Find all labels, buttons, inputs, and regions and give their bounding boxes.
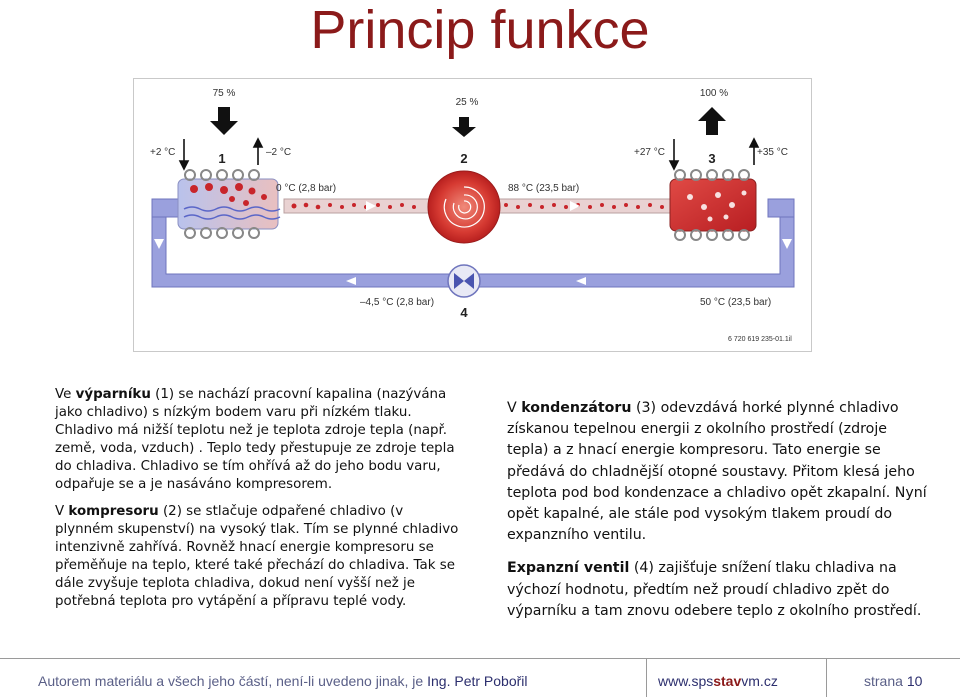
- load-label-3: 100 %: [700, 88, 728, 99]
- temp-cond-out: +35 °C: [757, 147, 788, 158]
- footer-separator: [646, 658, 647, 697]
- load-arrows: [210, 107, 726, 137]
- term-expansion-valve: Expanzní ventil: [507, 560, 630, 577]
- right-text-column: V kondenzátoru (3) odevzdává horké plynn…: [507, 398, 927, 634]
- compressor: [427, 170, 501, 244]
- condenser-paragraph: V kondenzátoru (3) odevzdává horké plynn…: [507, 400, 927, 544]
- condenser: [669, 169, 757, 241]
- author-name: Ing. Petr Pobořil: [427, 673, 528, 689]
- footer-rule: [0, 658, 960, 659]
- footer: Autorem materiálu a všech jeho částí, ne…: [0, 656, 960, 697]
- footer-separator: [826, 658, 827, 697]
- evaporator: [177, 169, 281, 239]
- term-compressor: kompresoru: [68, 503, 159, 519]
- footer-author: Autorem materiálu a všech jeho částí, ne…: [38, 673, 528, 689]
- temp-evap-out: –2 °C: [266, 147, 291, 158]
- file-reference: 6 720 619 235-01.1il: [728, 336, 792, 343]
- temp-evap-in: +2 °C: [150, 147, 175, 158]
- temp-arrows: [178, 137, 760, 171]
- compressor-paragraph: V kompresoru (2) se stlačuje odpařené ch…: [55, 503, 459, 610]
- component-number-3: 3: [708, 151, 715, 166]
- load-label-1: 75 %: [213, 88, 236, 99]
- temp-cond-in: +27 °C: [634, 147, 665, 158]
- component-number-4: 4: [460, 305, 468, 320]
- state-after-compressor: 88 °C (23,5 bar): [508, 183, 579, 194]
- heat-pump-diagram: 75 % 25 % 100 % 1 2 3 4 +2 °C –2 °C +27 …: [133, 78, 812, 352]
- page-title: Princip funkce: [310, 0, 650, 60]
- load-label-2: 25 %: [456, 97, 479, 108]
- flow-arrows: [154, 201, 792, 285]
- component-number-2: 2: [460, 151, 467, 166]
- evaporator-paragraph: Ve výparníku (1) se nachází pracovní kap…: [55, 387, 455, 493]
- component-number-1: 1: [218, 151, 225, 166]
- expansion-valve: [447, 264, 481, 298]
- expansion-valve-paragraph: Expanzní ventil (4) zajišťuje snížení tl…: [507, 560, 922, 619]
- top-pipe-dots: [291, 202, 664, 210]
- state-after-condenser: 50 °C (23,5 bar): [700, 297, 771, 308]
- heat-pump-svg: 75 % 25 % 100 % 1 2 3 4 +2 °C –2 °C +27 …: [150, 88, 795, 343]
- term-condenser: kondenzátoru: [521, 400, 632, 416]
- refrigerant-loop: [151, 198, 795, 288]
- term-evaporator: výparníku: [75, 387, 151, 402]
- state-after-valve: –4,5 °C (2,8 bar): [360, 297, 434, 308]
- footer-website[interactable]: www.spsstavvm.cz: [658, 673, 778, 689]
- footer-page-number: strana 10: [864, 673, 923, 689]
- left-text-column: Ve výparníku (1) se nachází pracovní kap…: [55, 386, 460, 619]
- state-after-evaporator: 0 °C (2,8 bar): [276, 183, 336, 194]
